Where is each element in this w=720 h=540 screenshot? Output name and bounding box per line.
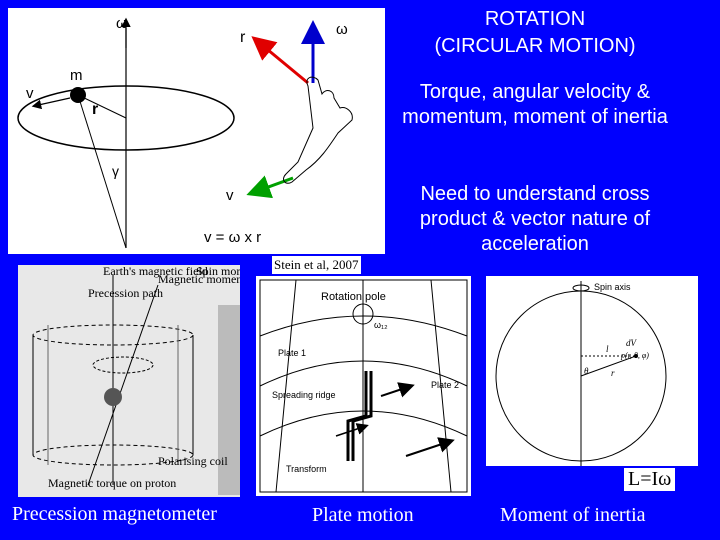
- point-label: p(r, θ, φ): [620, 351, 649, 360]
- title-line-1: ROTATION: [484, 8, 586, 30]
- circular-motion-figure: ω r ω m v r γ v v = ω x r: [8, 8, 385, 254]
- magnetometer-label-spin: Spin momentum: [196, 265, 240, 278]
- moment-of-inertia-figure: Spin axis dV p(r, θ, φ) r θ l: [486, 276, 698, 466]
- theta-label: θ: [584, 366, 589, 376]
- magnetometer-label-coil: Polarising coil: [158, 454, 228, 468]
- v-vector-arrow: [246, 175, 294, 199]
- orbit-ellipse: [17, 85, 235, 151]
- spin-axis-label: Spin axis: [594, 282, 631, 292]
- plate-motion-diagram: Rotation pole ω₁₂ Plate 1 Plate 2 Spread…: [259, 279, 468, 493]
- l-label: l: [606, 344, 609, 354]
- magnetometer-label-torque: Magnetic torque on proton: [48, 476, 176, 490]
- spreading-ridge-label: Spreading ridge: [272, 390, 336, 400]
- bullet-cross-product: Need to understand cross product & vecto…: [419, 183, 651, 255]
- m-label: m: [70, 67, 83, 84]
- v-label-left: v: [26, 85, 34, 102]
- gamma-label: γ: [112, 163, 119, 179]
- angular-momentum-formula: L=Iω: [624, 468, 676, 491]
- rotation-pole-label: Rotation pole: [321, 291, 386, 303]
- magnetometer-label-precession: Precession path: [88, 286, 163, 300]
- r-label-mass: r: [92, 101, 98, 118]
- magnetometer-label-moment: Magnetic moment: [158, 272, 240, 286]
- omega-12-label: ω₁₂: [374, 320, 388, 330]
- circular-motion-diagram: ω r ω m v r γ v v = ω x r: [17, 15, 353, 249]
- plate2-label: Plate 2: [431, 380, 459, 390]
- plate1-label: Plate 1: [278, 348, 306, 358]
- slide-title: ROTATION (CIRCULAR MOTION): [385, 6, 685, 60]
- cross-product-equation: v = ω x r: [204, 229, 261, 246]
- v-label-right: v: [226, 187, 234, 204]
- dv-label: dV: [626, 338, 638, 348]
- bullet-rotation-quantities: Torque, angular velocity & momentum, mom…: [402, 81, 668, 128]
- r-radius-label: r: [611, 368, 615, 378]
- r-vector-arrow: [251, 36, 309, 85]
- caption-magnetometer: Precession magnetometer: [12, 503, 217, 525]
- magnetometer-diagram: Earth's magnetic field Magnetic moment P…: [18, 265, 240, 497]
- title-line-2: (CIRCULAR MOTION): [434, 35, 636, 57]
- r-label-top: r: [240, 29, 246, 46]
- sphere-diagram: Spin axis dV p(r, θ, φ) r θ l: [495, 281, 667, 466]
- transform-label: Transform: [286, 464, 327, 474]
- plate-motion-figure: Rotation pole ω₁₂ Plate 1 Plate 2 Spread…: [256, 276, 471, 496]
- citation: Stein et al, 2007: [272, 256, 361, 274]
- caption-moment-of-inertia: Moment of inertia: [500, 504, 646, 526]
- right-hand-sketch: [283, 76, 353, 184]
- omega-label-right: ω: [336, 21, 348, 38]
- magnetometer-figure: Earth's magnetic field Magnetic moment P…: [18, 265, 240, 497]
- proton-sphere: [104, 388, 122, 406]
- omega-label-left: ω: [116, 15, 128, 32]
- caption-plate-motion: Plate motion: [312, 504, 414, 526]
- magnetometer-label-field: Earth's magnetic field: [103, 265, 208, 278]
